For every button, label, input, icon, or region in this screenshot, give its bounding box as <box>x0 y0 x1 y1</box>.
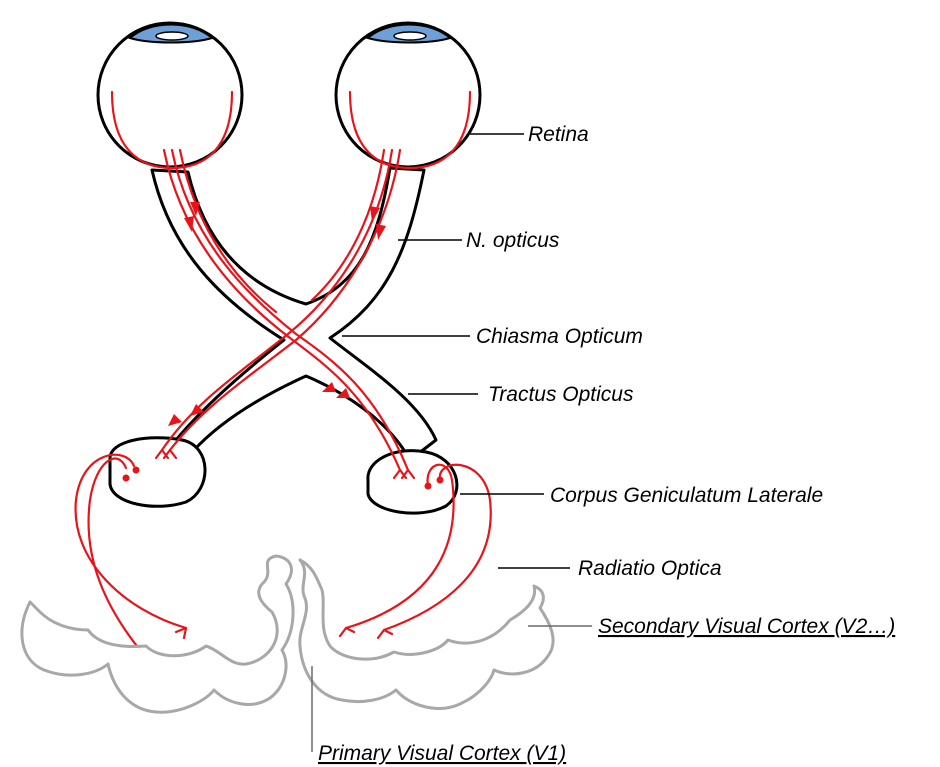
label-primary-visual-cortex: Primary Visual Cortex (V1) <box>318 742 566 765</box>
right-pupil <box>394 32 426 40</box>
cortex-left-hemisphere <box>22 556 293 712</box>
arrow-left-tract-2 <box>168 414 182 426</box>
label-tractus-opticus: Tractus Opticus <box>488 383 634 406</box>
left-pupil <box>156 32 188 40</box>
right-eyeball <box>336 23 480 167</box>
label-chiasma-opticum: Chiasma Opticum <box>476 325 643 348</box>
left-eyeball <box>98 23 242 167</box>
label-secondary-visual-cortex: Secondary Visual Cortex (V2…) <box>598 615 895 638</box>
label-corpus-geniculatum-laterale: Corpus Geniculatum Laterale <box>550 484 823 507</box>
corpus-geniculatum-laterale-left <box>110 438 205 507</box>
corpus-geniculatum-laterale-right <box>368 451 457 514</box>
label-retina: Retina <box>528 123 589 146</box>
label-n-opticus: N. opticus <box>466 229 560 252</box>
label-radiatio-optica: Radiatio Optica <box>578 557 722 580</box>
